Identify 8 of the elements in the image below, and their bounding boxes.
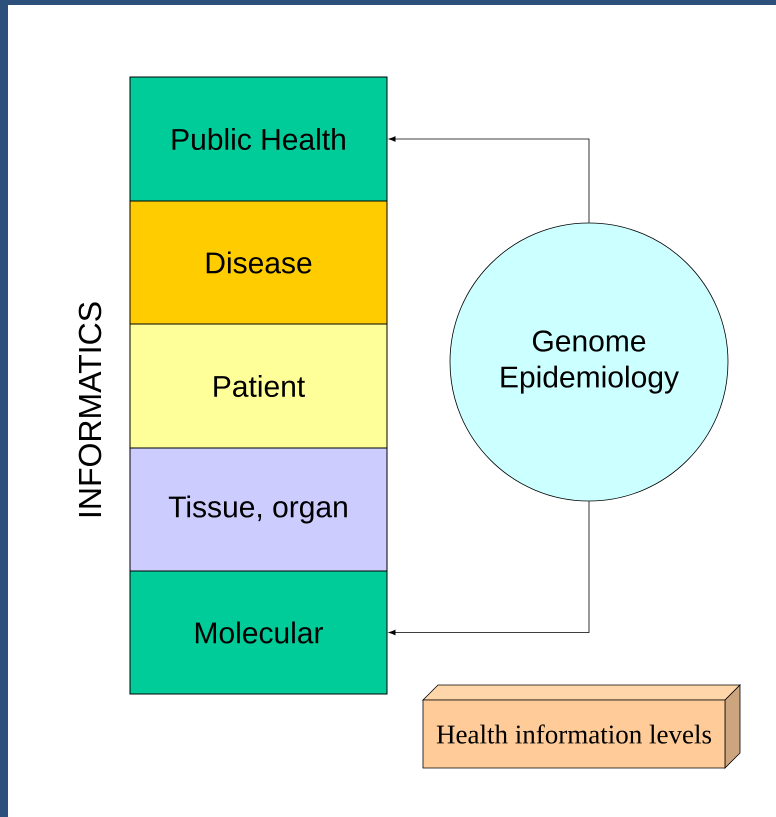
level-box: Tissue, organ [130,448,388,572]
arrow [388,136,590,223]
arrow [388,501,590,636]
level-box: Public Health [130,76,388,202]
level-box: Patient [130,324,388,448]
level-box: Molecular [130,570,388,694]
level-box: Disease [130,200,388,324]
axis-label: INFORMATICS [78,302,102,516]
